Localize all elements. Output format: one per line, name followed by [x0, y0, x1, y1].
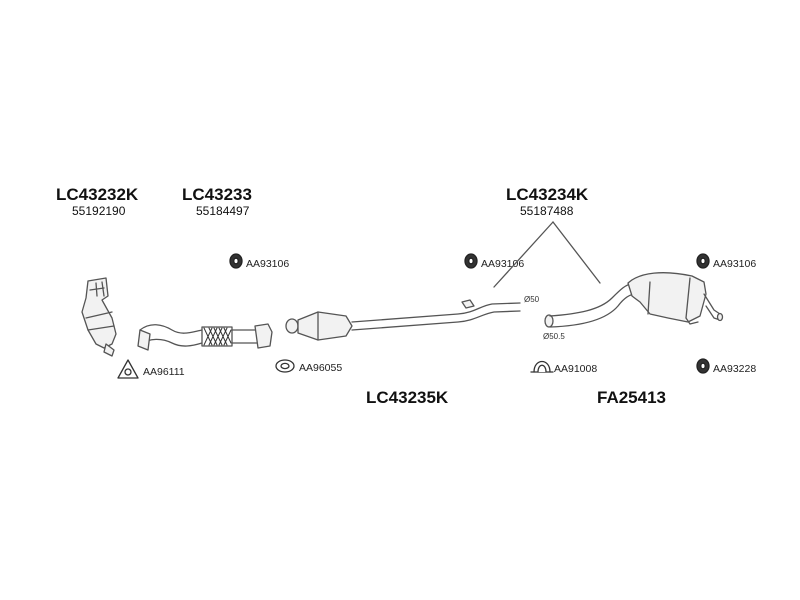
catalytic-converter-lc43232k [81, 277, 117, 357]
pipe-clamp-icon [530, 360, 554, 373]
rubber-hanger-icon [464, 253, 478, 269]
assembly-code-lc43233: LC43233 [182, 185, 252, 204]
rubber-hanger-icon [229, 253, 243, 269]
accessory-ref-aa91008: AA91008 [554, 363, 598, 375]
accessory-ref-aa93228: AA93228 [713, 363, 757, 375]
oem-number-55192190: 55192190 [72, 204, 126, 218]
assembly-code-lc43232k: LC43232K [56, 185, 139, 204]
triangle-gasket-icon [117, 359, 139, 379]
accessory-ref-aa96055: AA96055 [299, 362, 343, 374]
middle-pipe-lc43235k [285, 299, 521, 341]
diameter-label-50-5: Ø50.5 [543, 332, 565, 341]
accessory-ref-aa93106-b: AA93106 [481, 258, 525, 270]
front-pipe-lc43233 [137, 323, 273, 351]
flex-pipe-section [201, 326, 233, 347]
leader-lines [493, 221, 601, 288]
assembly-code-lc43234k: LC43234K [506, 185, 589, 204]
assembly-code-lc43235k: LC43235K [366, 388, 449, 407]
oem-number-55184497: 55184497 [196, 204, 250, 218]
rubber-hanger-icon [696, 253, 710, 269]
oem-number-55187488: 55187488 [520, 204, 574, 218]
accessory-ref-aa93106-c: AA93106 [713, 258, 757, 270]
accessory-ref-aa93106-a: AA93106 [246, 258, 290, 270]
rear-muffler-fa25413 [544, 272, 724, 328]
assembly-code-fa25413: FA25413 [597, 388, 666, 407]
rubber-hanger-icon [696, 358, 710, 374]
oval-gasket-icon [275, 359, 295, 373]
diameter-label-50: Ø50 [524, 295, 540, 304]
accessory-ref-aa96111: AA96111 [143, 366, 185, 378]
